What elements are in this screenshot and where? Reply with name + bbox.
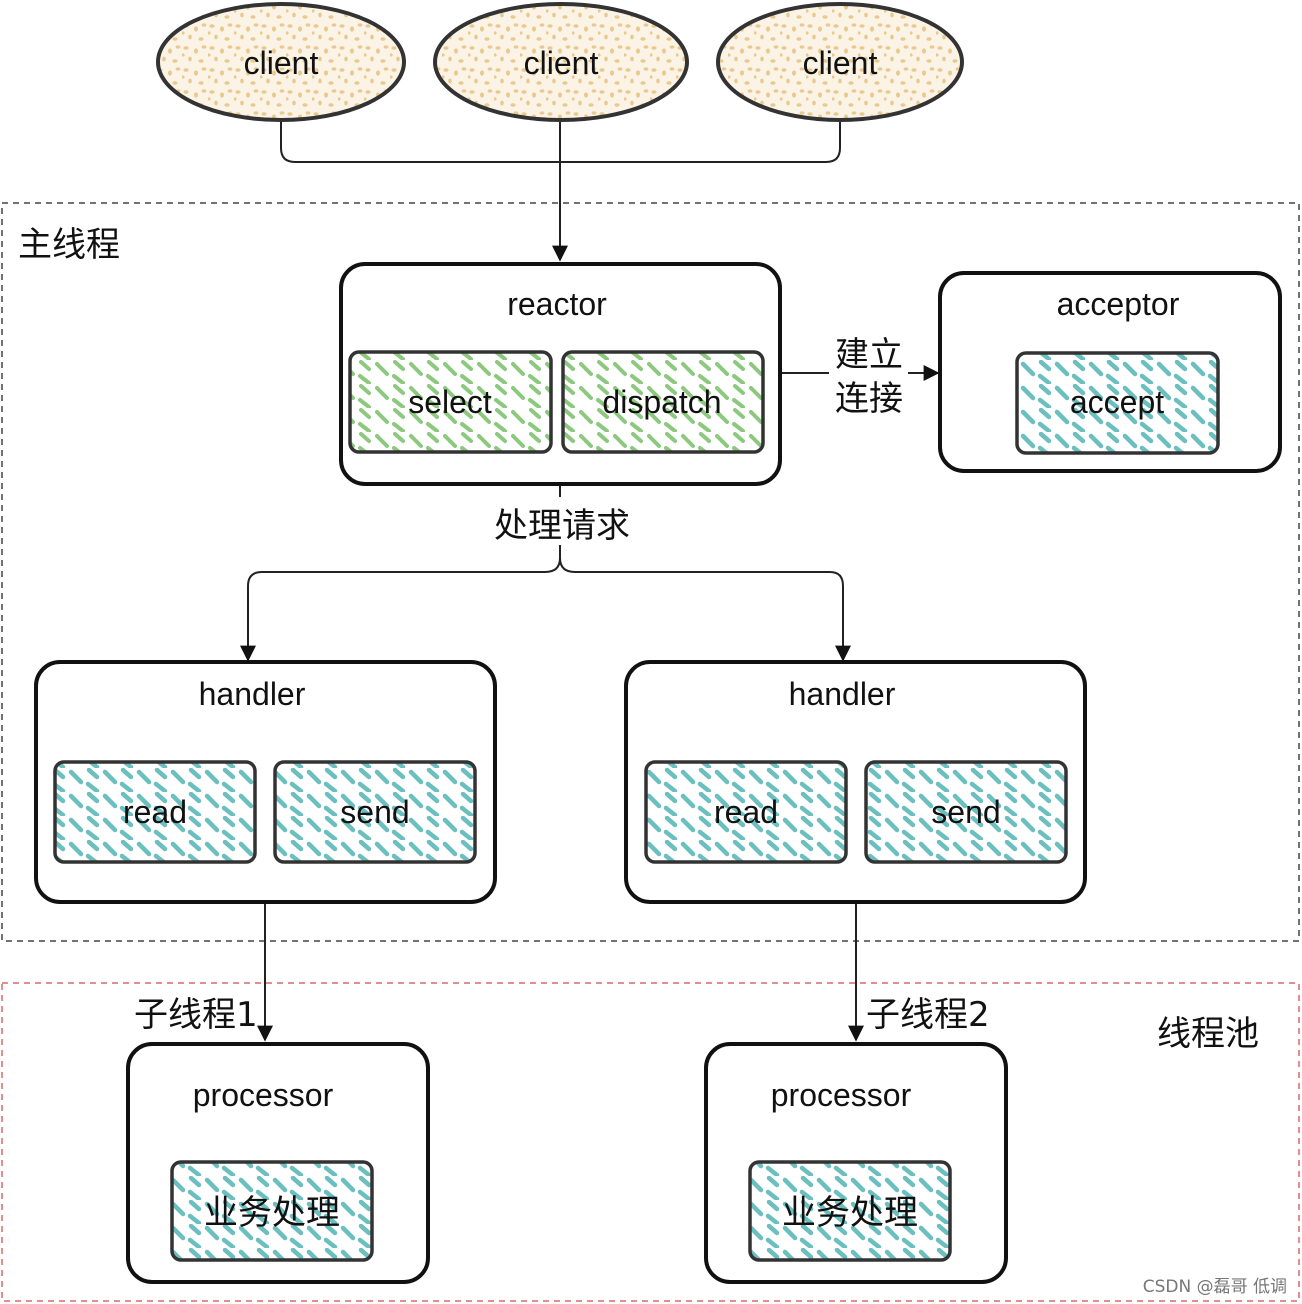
- accept-label: accept: [1070, 384, 1164, 420]
- send-box: send: [864, 760, 1068, 864]
- business-logic-label: 业务处理: [204, 1193, 340, 1233]
- client-label: client: [803, 45, 878, 81]
- reactor-title: reactor: [507, 286, 607, 322]
- thread-pool-label: 线程池: [1157, 1014, 1259, 1054]
- handler-title: handler: [199, 676, 306, 712]
- read-label: read: [714, 794, 778, 830]
- client-node: client: [716, 2, 964, 122]
- establish-connection-label-line1: 建立: [835, 335, 903, 375]
- processor-box: processor 业务处理: [126, 1042, 430, 1284]
- main-thread-region: [1, 202, 1300, 942]
- processor-title: processor: [193, 1077, 334, 1113]
- business-logic-label: 业务处理: [782, 1193, 918, 1233]
- establish-connection-label-line2: 连接: [835, 379, 903, 419]
- client-label: client: [524, 45, 599, 81]
- send-label: send: [340, 794, 409, 830]
- acceptor-box: acceptor accept: [938, 271, 1282, 473]
- client-node: client: [156, 2, 406, 122]
- subthread-label: 子线程1: [134, 995, 258, 1035]
- business-logic-box: 业务处理: [748, 1160, 952, 1262]
- business-logic-box: 业务处理: [170, 1160, 374, 1262]
- handler-title: handler: [789, 676, 896, 712]
- accept-box: accept: [1015, 351, 1220, 455]
- reactor-box: reactor select dispatch: [339, 262, 782, 486]
- dispatch-label: dispatch: [602, 384, 721, 420]
- handler-box: handler read send: [624, 660, 1087, 904]
- processor-title: processor: [771, 1077, 912, 1113]
- read-box: read: [644, 760, 848, 864]
- send-label: send: [931, 794, 1000, 830]
- acceptor-title: acceptor: [1057, 286, 1180, 322]
- main-thread-label: 主线程: [18, 225, 120, 265]
- handler-box: handler read send: [34, 660, 497, 904]
- thread-pool-region: [1, 982, 1300, 1302]
- dispatch-box: dispatch: [561, 350, 765, 454]
- watermark: CSDN @磊哥 低调: [1143, 1277, 1287, 1297]
- client-node: client: [433, 2, 689, 122]
- dispatch-split-connector-right: [559, 557, 851, 662]
- read-box: read: [53, 760, 257, 864]
- client-label: client: [244, 45, 319, 81]
- read-label: read: [123, 794, 187, 830]
- dispatch-split-connector: [240, 545, 561, 662]
- subthread-label: 子线程2: [866, 995, 990, 1035]
- handle-request-label: 处理请求: [494, 506, 630, 546]
- processor-box: processor 业务处理: [704, 1042, 1008, 1284]
- select-label: select: [408, 384, 492, 420]
- select-box: select: [348, 350, 553, 454]
- send-box: send: [273, 760, 477, 864]
